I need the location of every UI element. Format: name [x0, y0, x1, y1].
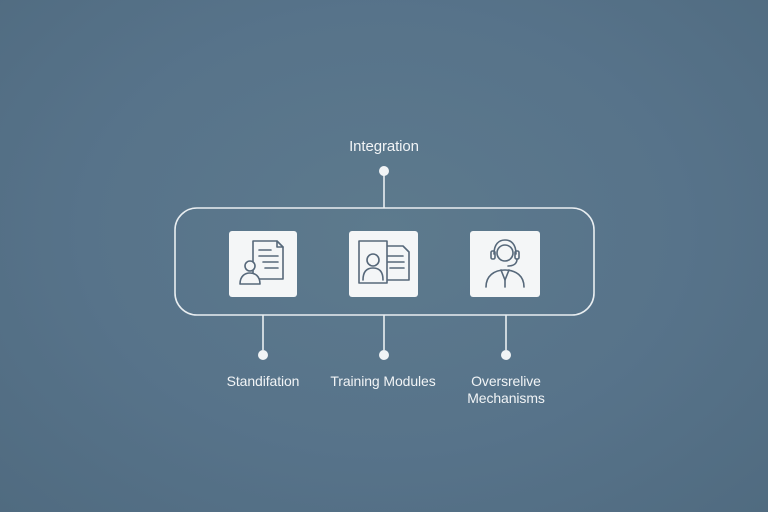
standifation-label: Standifation: [183, 373, 343, 389]
connector-dot-1: [258, 350, 268, 360]
headset-agent-icon: [485, 239, 525, 288]
training-modules-label: Training Modules: [303, 373, 463, 389]
oversrelive-label-line-2: Mechanisms: [467, 390, 545, 406]
tile-standifation: [229, 231, 297, 297]
training-modules-label-line: Training Modules: [330, 373, 436, 389]
top-connector-dot: [379, 166, 389, 176]
integration-label: Integration: [349, 138, 419, 155]
connector-dot-3: [501, 350, 511, 360]
document-person-icon: [239, 240, 284, 285]
connector-dot-2: [379, 350, 389, 360]
tile-oversrelive-mechanisms: [470, 231, 540, 297]
profile-card-icon: [358, 240, 410, 284]
oversrelive-mechanisms-label: Oversrelive Mechanisms: [426, 373, 586, 407]
tile-training-modules: [349, 231, 418, 297]
oversrelive-label-line-1: Oversrelive: [471, 373, 541, 389]
standifation-label-line: Standifation: [226, 373, 300, 389]
